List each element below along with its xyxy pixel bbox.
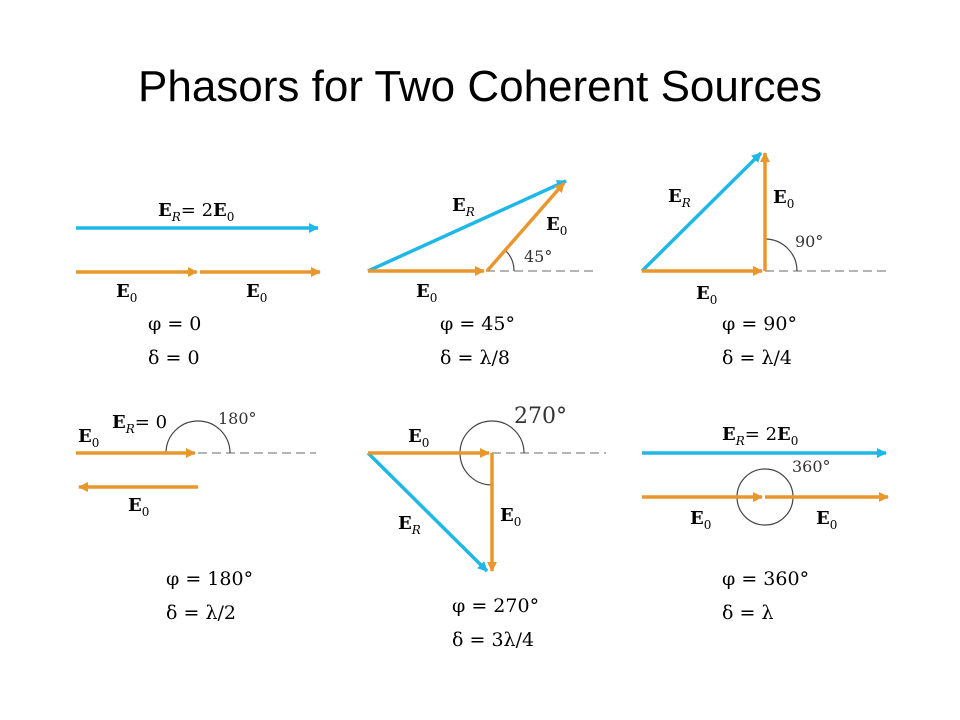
path-difference-value: δ = λ/8 — [440, 347, 510, 369]
panel-phi-45: ER E0 E0 45° φ = 45° δ = λ/8 — [367, 179, 594, 369]
path-difference-value: δ = 0 — [148, 347, 200, 369]
component-label-horizontal: E0 — [408, 426, 429, 450]
resultant-label: ER= 2E0 — [722, 424, 798, 448]
panel-phi-360: ER= 2E0 360° E0 E0 φ = 360° δ = λ — [642, 424, 889, 624]
resultant-arrow — [367, 179, 567, 273]
component-label-vertical: E0 — [500, 505, 521, 529]
phase-angle-value: φ = 0 — [148, 313, 201, 335]
path-difference-value: δ = λ — [722, 602, 773, 624]
component-label-horizontal: E0 — [696, 283, 717, 307]
phase-angle-value: φ = 360° — [722, 568, 809, 590]
resultant-label: ER= 0 — [112, 412, 167, 436]
resultant-arrow — [366, 451, 489, 573]
resultant-label: ER= 2E0 — [158, 200, 234, 224]
component-label-bottom: E0 — [128, 495, 149, 519]
angle-label: 90° — [795, 232, 823, 251]
angle-label: 180° — [218, 409, 257, 428]
angle-arc — [505, 250, 515, 272]
path-difference-value: δ = λ/4 — [722, 347, 792, 369]
resultant-arrow — [640, 151, 763, 273]
component-label-horizontal: E0 — [416, 281, 437, 305]
phase-angle-value: φ = 90° — [722, 313, 797, 335]
component-label-1: E0 — [690, 508, 711, 532]
resultant-label: ER — [668, 186, 691, 210]
angle-label: 270° — [514, 404, 567, 429]
angle-arc — [165, 420, 231, 454]
path-difference-value: δ = 3λ/4 — [452, 629, 534, 651]
component-label-top: E0 — [78, 426, 99, 450]
panel-phi-0: ER= 2E0 E0 E0 φ = 0 δ = 0 — [76, 200, 321, 369]
component-label-2: E0 — [246, 281, 267, 305]
phase-angle-value: φ = 45° — [440, 313, 515, 335]
path-difference-value: δ = λ/2 — [166, 602, 236, 624]
panel-phi-90: ER E0 E0 90° φ = 90° δ = λ/4 — [640, 151, 888, 369]
component-label-2: E0 — [816, 508, 837, 532]
angle-label: 45° — [524, 247, 552, 266]
angle-arc — [459, 420, 525, 486]
phase-angle-value: φ = 180° — [166, 568, 253, 590]
resultant-label: ER — [398, 513, 421, 537]
panel-phi-180: ER= 0 E0 E0 180° φ = 180° δ = λ/2 — [76, 409, 316, 624]
slide-title: Phasors for Two Coherent Sources — [138, 62, 822, 111]
resultant-label: ER — [452, 195, 475, 219]
component-label-slanted: E0 — [546, 214, 567, 238]
angle-arc — [764, 238, 798, 272]
angle-label: 360° — [792, 457, 831, 476]
component-label-1: E0 — [116, 281, 137, 305]
component-arrow-2 — [485, 181, 566, 273]
panel-phi-270: E0 ER E0 270° φ = 270° δ = 3λ/4 — [366, 404, 606, 651]
component-label-vertical: E0 — [773, 187, 794, 211]
phase-angle-value: φ = 270° — [452, 595, 539, 617]
